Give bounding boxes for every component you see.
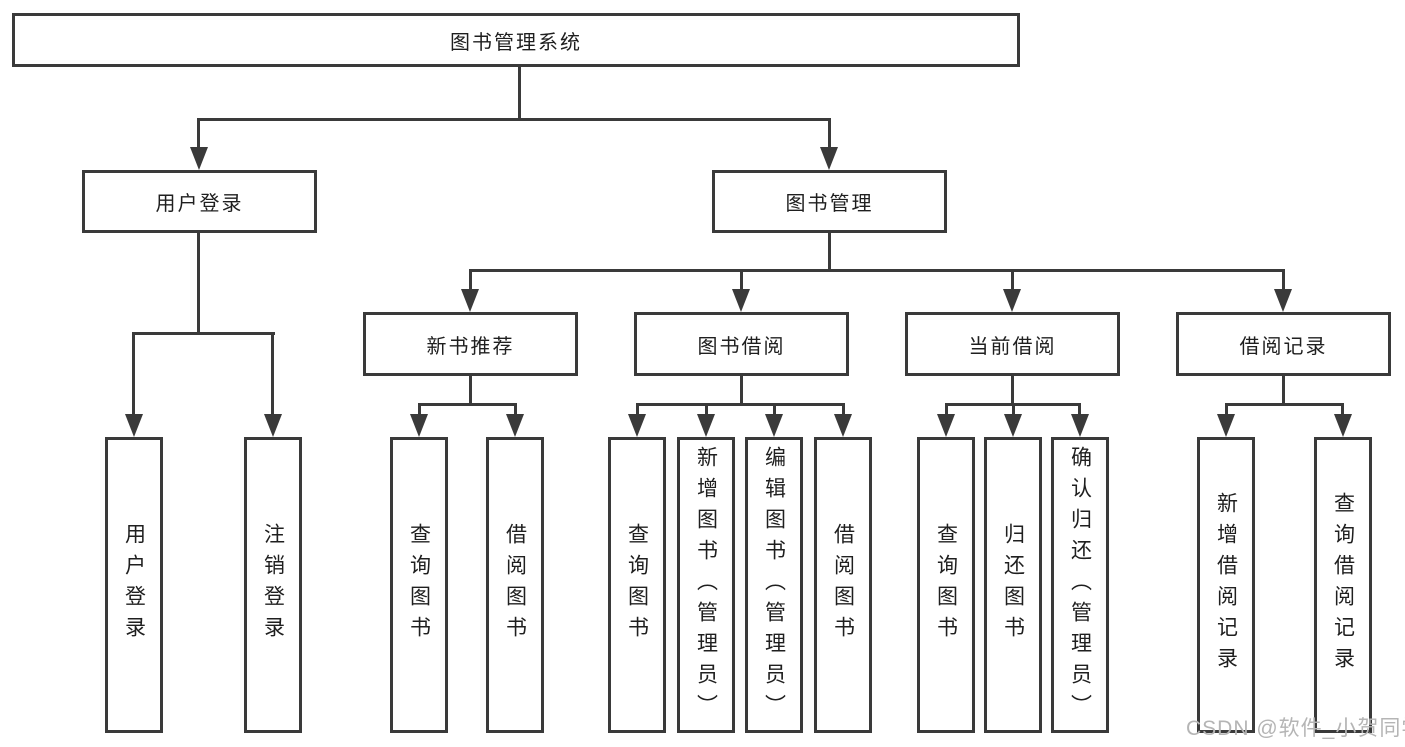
connector-login-drop-2 <box>271 332 274 414</box>
connector-bookborrow-drop-4 <box>842 403 845 414</box>
connector-bookborrow-drop-2 <box>705 403 708 414</box>
node-user-login-label: 用户登录 <box>155 193 244 215</box>
arrow-down-icon <box>264 414 282 437</box>
connector-mgmt-drop-2 <box>740 269 743 289</box>
arrow-down-icon <box>834 414 852 437</box>
leaf-record-add-label: 新增借阅记录 <box>1214 492 1238 678</box>
connector-current-drop-3 <box>1078 403 1081 414</box>
connector-newbook-stem <box>469 376 472 405</box>
connector-newbook-branch <box>418 403 517 406</box>
leaf-current-query-label: 查询图书 <box>934 523 958 647</box>
leaf-user-login: 用户登录 <box>105 437 163 733</box>
leaf-newbook-query: 查询图书 <box>390 437 448 733</box>
leaf-borrow-book: 借阅图书 <box>814 437 872 733</box>
arrow-down-icon <box>820 147 838 170</box>
node-book-management-label: 图书管理 <box>785 193 874 215</box>
leaf-newbook-query-label: 查询图书 <box>407 523 431 647</box>
leaf-borrow-add-admin: 新增图书（管理员） <box>677 437 735 733</box>
connector-login-branch <box>132 332 275 335</box>
arrow-down-icon <box>125 414 143 437</box>
arrow-down-icon <box>1217 414 1235 437</box>
connector-record-drop-1 <box>1225 403 1228 414</box>
arrow-down-icon <box>1071 414 1089 437</box>
arrow-down-icon <box>1003 289 1021 312</box>
leaf-user-login-label: 用户登录 <box>122 523 146 647</box>
leaf-newbook-borrow: 借阅图书 <box>486 437 544 733</box>
watermark: CSDN @软件_小贺同学 <box>1186 717 1405 740</box>
connector-root-branch <box>198 118 831 121</box>
connector-newbook-drop-2 <box>514 403 517 414</box>
connector-record-stem <box>1282 376 1285 405</box>
arrow-down-icon <box>937 414 955 437</box>
leaf-borrow-query-label: 查询图书 <box>625 523 649 647</box>
leaf-current-confirm-admin-label: 确认归还（管理员） <box>1068 445 1092 725</box>
connector-bookborrow-drop-3 <box>773 403 776 414</box>
connector-mgmt-stem <box>828 233 831 271</box>
connector-root-drop-left <box>197 118 200 148</box>
node-new-book-recommend-label: 新书推荐 <box>426 335 515 358</box>
connector-current-drop-2 <box>1012 403 1015 414</box>
connector-bookborrow-stem <box>740 376 743 405</box>
arrow-down-icon <box>410 414 428 437</box>
connector-record-branch <box>1225 403 1344 406</box>
leaf-borrow-query: 查询图书 <box>608 437 666 733</box>
arrow-down-icon <box>1004 414 1022 437</box>
connector-newbook-drop-1 <box>418 403 421 414</box>
node-book-management: 图书管理 <box>712 170 947 233</box>
connector-bookborrow-branch <box>636 403 844 406</box>
leaf-logout: 注销登录 <box>244 437 302 733</box>
node-root: 图书管理系统 <box>12 13 1020 67</box>
node-root-label: 图书管理系统 <box>450 31 582 54</box>
node-new-book-recommend: 新书推荐 <box>363 312 578 376</box>
leaf-newbook-borrow-label: 借阅图书 <box>503 523 527 647</box>
leaf-borrow-add-admin-label: 新增图书（管理员） <box>694 445 718 725</box>
arrow-down-icon <box>190 147 208 170</box>
node-current-borrow: 当前借阅 <box>905 312 1120 376</box>
connector-bookborrow-drop-1 <box>636 403 639 414</box>
connector-mgmt-drop-4 <box>1282 269 1285 289</box>
arrow-down-icon <box>732 289 750 312</box>
arrow-down-icon <box>506 414 524 437</box>
leaf-current-return: 归还图书 <box>984 437 1042 733</box>
leaf-current-return-label: 归还图书 <box>1001 523 1025 647</box>
connector-root-stem <box>518 67 521 120</box>
node-user-login: 用户登录 <box>82 170 317 233</box>
node-borrow-record: 借阅记录 <box>1176 312 1391 376</box>
node-borrow-record-label: 借阅记录 <box>1239 335 1328 358</box>
leaf-current-query: 查询图书 <box>917 437 975 733</box>
connector-mgmt-branch <box>469 269 1285 272</box>
leaf-record-query-label: 查询借阅记录 <box>1331 492 1355 678</box>
leaf-current-confirm-admin: 确认归还（管理员） <box>1051 437 1109 733</box>
connector-record-drop-2 <box>1341 403 1344 414</box>
leaf-borrow-edit-admin: 编辑图书（管理员） <box>745 437 803 733</box>
arrow-down-icon <box>1334 414 1352 437</box>
leaf-borrow-book-label: 借阅图书 <box>831 523 855 647</box>
arrow-down-icon <box>1274 289 1292 312</box>
connector-mgmt-drop-3 <box>1011 269 1014 289</box>
connector-root-drop-right <box>828 118 831 148</box>
node-current-borrow-label: 当前借阅 <box>968 335 1057 358</box>
arrow-down-icon <box>697 414 715 437</box>
leaf-logout-label: 注销登录 <box>261 523 285 647</box>
node-book-borrow-label: 图书借阅 <box>697 335 786 358</box>
leaf-record-add: 新增借阅记录 <box>1197 437 1255 733</box>
arrow-down-icon <box>461 289 479 312</box>
connector-login-stem <box>197 233 200 334</box>
arrow-down-icon <box>628 414 646 437</box>
arrow-down-icon <box>765 414 783 437</box>
connector-mgmt-drop-1 <box>469 269 472 289</box>
leaf-record-query: 查询借阅记录 <box>1314 437 1372 733</box>
node-book-borrow: 图书借阅 <box>634 312 849 376</box>
connector-current-drop-1 <box>945 403 948 414</box>
connector-current-stem <box>1011 376 1014 405</box>
leaf-borrow-edit-admin-label: 编辑图书（管理员） <box>762 445 786 725</box>
connector-login-drop-1 <box>132 332 135 414</box>
